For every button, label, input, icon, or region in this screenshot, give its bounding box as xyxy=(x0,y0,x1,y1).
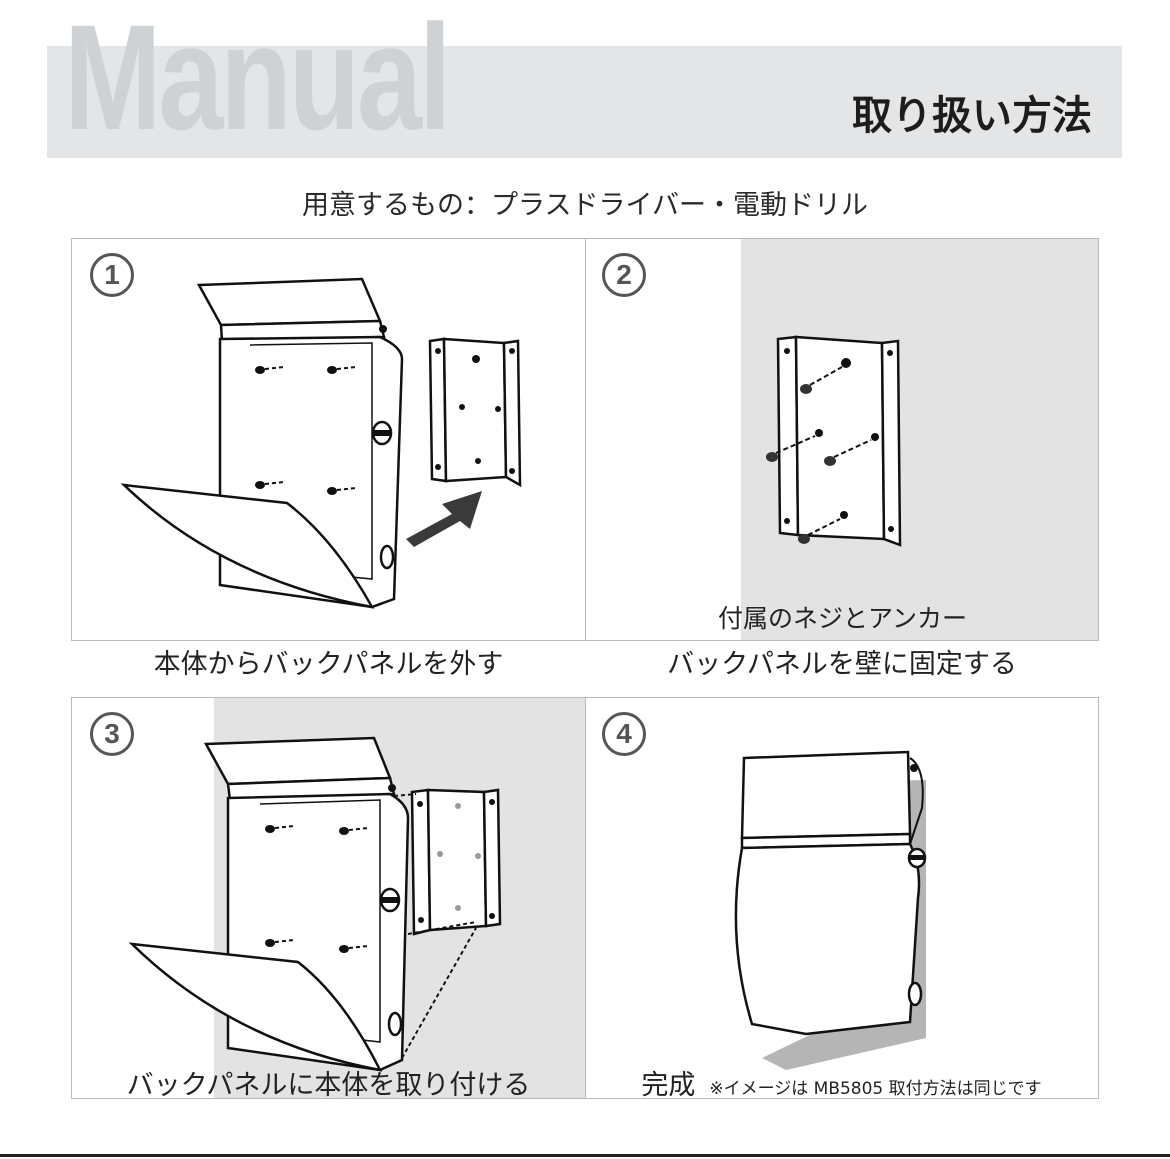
header-band xyxy=(47,46,1122,158)
step-2-number-badge: 2 xyxy=(602,253,646,297)
step-3-number-badge: 3 xyxy=(90,712,134,756)
step-4-panel: 4 xyxy=(585,697,1099,1099)
image-note: ※イメージは MB5805 取付方法は同じです xyxy=(709,1079,1042,1099)
step-1-number-badge: 1 xyxy=(90,253,134,297)
step-2-panel: 2 付属のネジとアンカー xyxy=(585,238,1099,641)
step-3-caption: バックパネルに本体を取り付ける xyxy=(126,1070,531,1101)
bottom-rule xyxy=(0,1154,1170,1157)
step-1-panel: 1 xyxy=(71,238,586,641)
step-2-caption: バックパネルを壁に固定する xyxy=(667,649,1017,680)
step-4-number-badge: 4 xyxy=(602,712,646,756)
step-4-illustration xyxy=(734,750,927,1070)
step-4-caption: 完成 ※イメージは MB5805 取付方法は同じです xyxy=(585,1066,1098,1109)
included-screws-label: 付属のネジとアンカー xyxy=(717,604,967,633)
step-1-illustration xyxy=(120,277,522,609)
tools-required-text: 用意するもの：プラスドライバー・電動ドリル xyxy=(302,190,868,221)
step-2-illustration xyxy=(741,239,1098,640)
step-3-illustration xyxy=(128,698,585,1098)
step-1-caption: 本体からバックパネルを外す xyxy=(153,649,504,680)
step-3-panel: 3 xyxy=(71,697,586,1099)
page-title: 取り扱い方法 xyxy=(852,93,1092,139)
step-4-caption-main: 完成 xyxy=(641,1070,696,1101)
manual-background-word: Manual xyxy=(64,0,451,161)
